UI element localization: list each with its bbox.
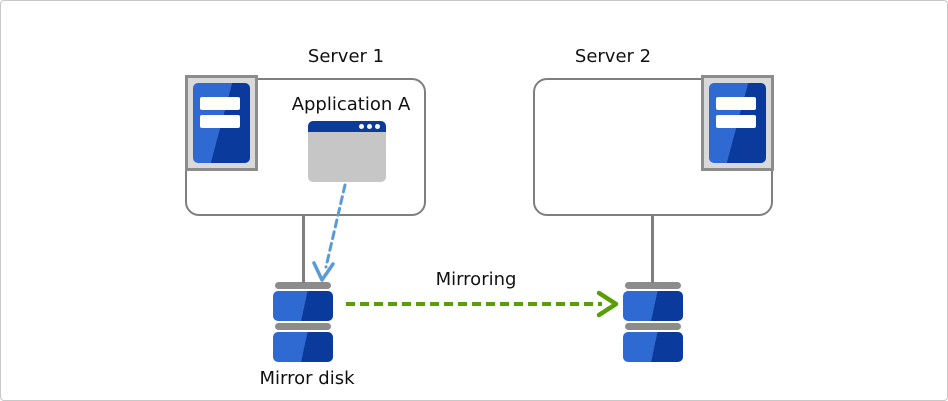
app-window-titlebar — [308, 121, 386, 132]
disk-bar — [625, 282, 681, 289]
disk-platter — [273, 332, 333, 362]
mirroring-arrowhead — [596, 290, 619, 318]
tower-slot-bar — [199, 115, 240, 128]
server-tower-icon — [709, 83, 766, 163]
mirror-disk-label: Mirror disk — [259, 368, 355, 389]
window-dot-icon — [359, 124, 364, 129]
tower-slot-bar — [716, 115, 756, 128]
disk-platter — [623, 291, 683, 321]
disk-platter — [623, 332, 683, 362]
mirroring-arrow — [346, 290, 619, 318]
disk-bar — [625, 323, 681, 330]
window-dot-icon — [375, 124, 380, 129]
tower-slot-bar — [199, 97, 240, 110]
app-window-icon — [308, 121, 386, 182]
disk-bar — [275, 282, 331, 289]
app-window-body — [308, 132, 386, 182]
disk-bar — [275, 323, 331, 330]
server2-label: Server 2 — [574, 46, 652, 67]
mirroring-label: Mirroring — [435, 269, 517, 290]
server-tower-icon — [192, 83, 250, 163]
application-label: Application A — [291, 94, 411, 115]
disk-platter — [273, 291, 333, 321]
app-window-buttons — [359, 124, 380, 129]
disk-stack-icon — [623, 282, 683, 362]
disk-stack-icon — [273, 282, 333, 362]
window-dot-icon — [367, 124, 372, 129]
tower-slot-bar — [716, 97, 756, 110]
server1-tower-frame — [184, 75, 258, 171]
server2-tower-frame — [701, 75, 774, 171]
app-to-disk-arrowhead — [312, 261, 335, 282]
server1-label: Server 1 — [307, 46, 385, 67]
